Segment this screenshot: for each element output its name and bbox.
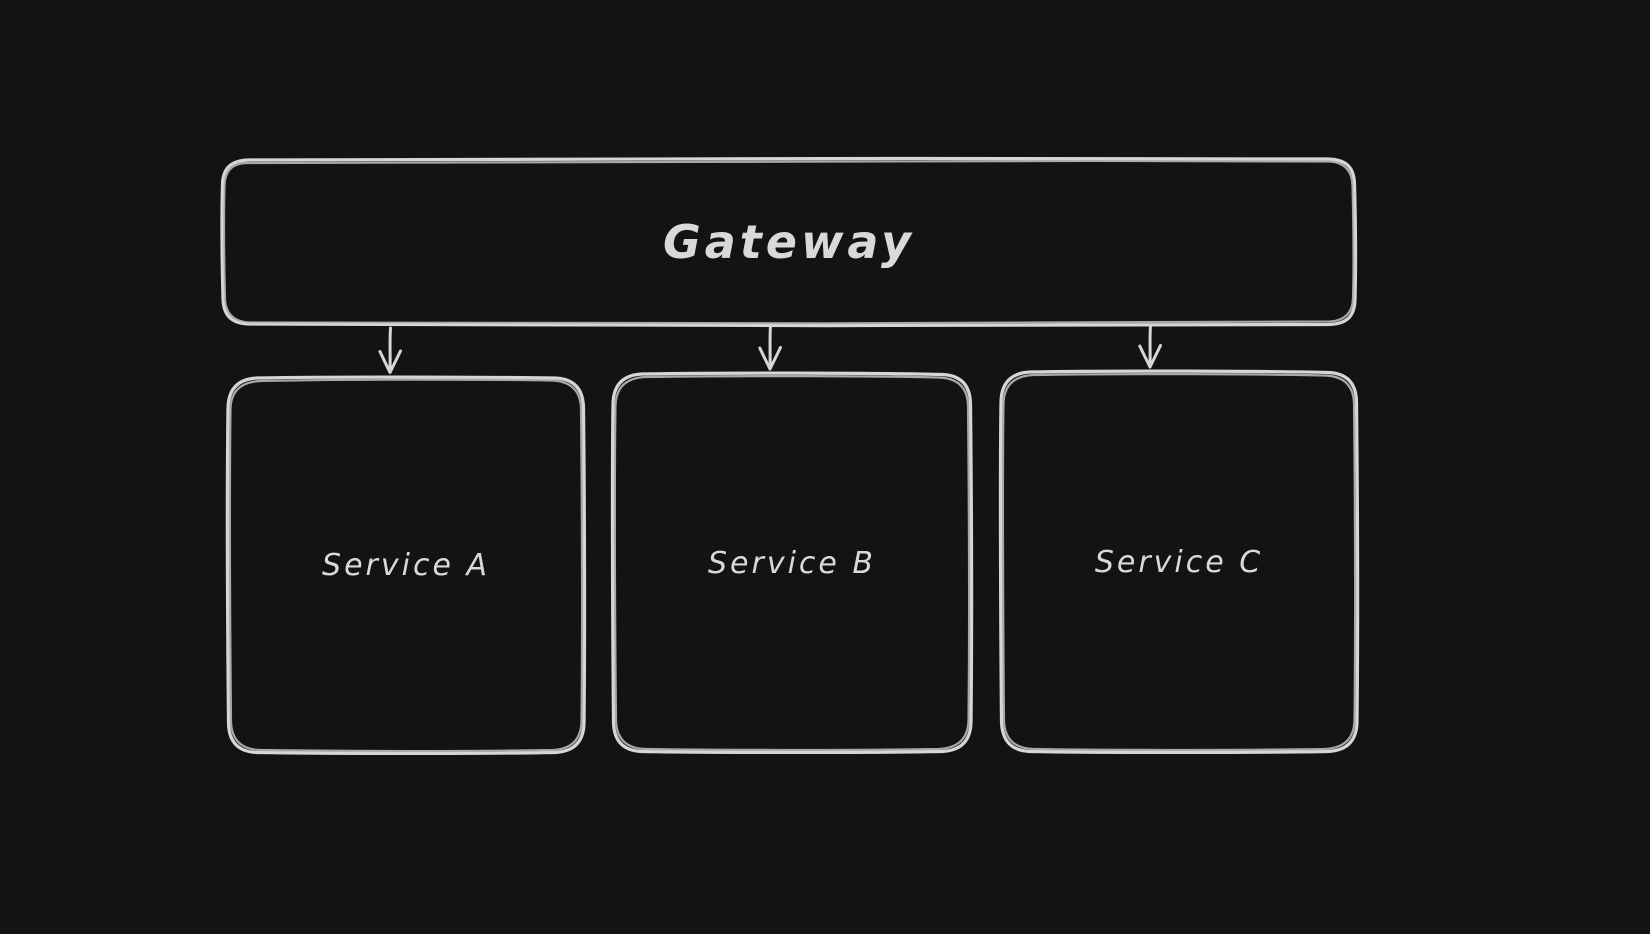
service-b-box-outline: [610, 371, 974, 755]
arrow-b-head: [758, 346, 782, 371]
service-a-box: [225, 375, 587, 756]
service-c-box: [998, 369, 1360, 755]
arrow-gateway-to-service-a: [378, 326, 402, 374]
arrow-c-stem: [1148, 324, 1152, 368]
gateway-box: [220, 156, 1358, 328]
service-c-box-sketch-pass: [1001, 372, 1357, 752]
service-b-box-sketch-pass: [613, 374, 971, 752]
arrow-b-stem: [768, 324, 772, 370]
service-a-box-outline: [225, 375, 587, 756]
arrow-a-stem: [388, 326, 392, 374]
service-c-box-outline: [998, 369, 1360, 755]
arrow-a-head: [378, 349, 402, 374]
arrow-c-head: [1138, 344, 1162, 369]
service-b-box: [610, 371, 974, 755]
gateway-box-sketch-pass: [222, 159, 1355, 325]
gateway-box-outline: [220, 156, 1358, 328]
arrow-gateway-to-service-b: [758, 324, 782, 371]
arrow-gateway-to-service-c: [1138, 324, 1162, 369]
service-a-box-sketch-pass: [228, 378, 584, 753]
